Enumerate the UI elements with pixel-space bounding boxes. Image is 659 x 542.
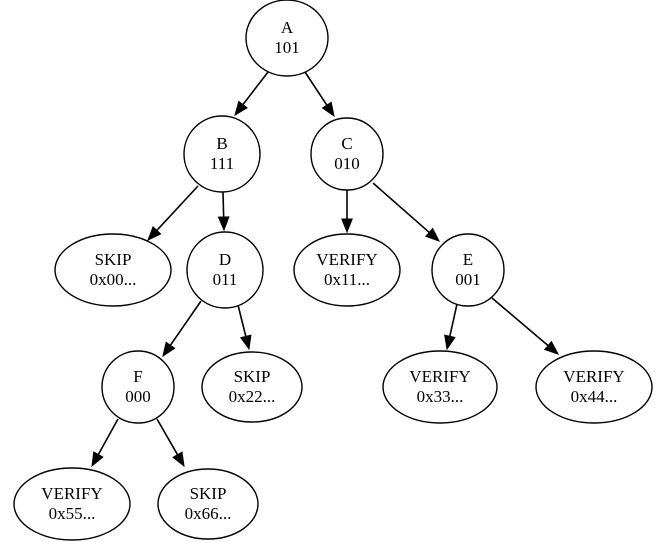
node-label-secondary: 0x11... bbox=[324, 270, 370, 289]
edge-line bbox=[155, 185, 199, 233]
node-shape-circle[interactable] bbox=[310, 117, 384, 191]
edge-e-to-v3 bbox=[444, 303, 458, 351]
node-label-secondary: 101 bbox=[274, 38, 300, 57]
node-shape-circle[interactable] bbox=[101, 350, 175, 424]
node-label-secondary: 0x33... bbox=[417, 387, 464, 406]
node-label-primary: VERIFY bbox=[563, 367, 624, 386]
node-shape-ellipse[interactable] bbox=[157, 468, 259, 540]
node-v5[interactable]: VERIFY0x55... bbox=[13, 467, 131, 541]
node-label-primary: C bbox=[341, 134, 352, 153]
edge-a-to-b bbox=[234, 71, 269, 117]
node-s2[interactable]: SKIP0x22... bbox=[201, 351, 303, 423]
arrowhead-icon bbox=[321, 101, 335, 118]
edges-layer bbox=[91, 71, 560, 468]
edge-line bbox=[96, 418, 119, 457]
arrowhead-icon bbox=[234, 100, 248, 117]
arrowhead-icon bbox=[424, 227, 441, 242]
node-label-secondary: 0x22... bbox=[229, 387, 276, 406]
node-label-primary: F bbox=[133, 367, 142, 386]
edge-line bbox=[237, 304, 248, 339]
arrowhead-icon bbox=[239, 334, 252, 351]
node-label-secondary: 111 bbox=[210, 154, 234, 173]
node-label-primary: A bbox=[281, 18, 294, 37]
node-s0[interactable]: SKIP0x00... bbox=[54, 233, 172, 307]
node-label-primary: E bbox=[463, 250, 473, 269]
edge-line bbox=[491, 297, 550, 348]
edge-b-to-d bbox=[217, 191, 230, 232]
node-shape-ellipse[interactable] bbox=[535, 350, 653, 424]
node-label-secondary: 010 bbox=[334, 154, 360, 173]
node-shape-circle[interactable] bbox=[186, 231, 264, 309]
edge-c-to-e bbox=[372, 182, 441, 242]
node-shape-ellipse[interactable] bbox=[293, 233, 401, 307]
node-label-primary: VERIFY bbox=[409, 367, 470, 386]
node-shape-ellipse[interactable] bbox=[54, 233, 172, 307]
node-label-primary: SKIP bbox=[190, 484, 227, 503]
nodes-layer: A101B111C010SKIP0x00...D011VERIFY0x11...… bbox=[13, 0, 653, 541]
arrowhead-icon bbox=[147, 226, 162, 241]
node-label-primary: B bbox=[216, 134, 227, 153]
edge-b-to-s0 bbox=[147, 185, 199, 241]
node-label-primary: VERIFY bbox=[41, 484, 102, 503]
arrowhead-icon bbox=[91, 451, 104, 468]
edge-f-to-v5 bbox=[91, 418, 119, 468]
node-label-primary: SKIP bbox=[234, 367, 271, 386]
node-label-secondary: 000 bbox=[125, 387, 151, 406]
node-label-primary: SKIP bbox=[95, 250, 132, 269]
node-shape-ellipse[interactable] bbox=[13, 467, 131, 541]
edge-line bbox=[156, 418, 179, 457]
node-label-secondary: 0x00... bbox=[90, 270, 137, 289]
edge-f-to-s6 bbox=[156, 418, 185, 468]
node-label-secondary: 0x44... bbox=[571, 387, 618, 406]
node-shape-ellipse[interactable] bbox=[382, 350, 498, 424]
node-label-secondary: 001 bbox=[455, 270, 481, 289]
node-label-secondary: 011 bbox=[213, 270, 238, 289]
arrowhead-icon bbox=[162, 341, 176, 358]
arrowhead-icon bbox=[444, 334, 456, 351]
node-shape-circle[interactable] bbox=[183, 115, 261, 193]
node-v1[interactable]: VERIFY0x11... bbox=[293, 233, 401, 307]
node-label-secondary: 0x55... bbox=[49, 504, 96, 523]
node-shape-circle[interactable] bbox=[431, 233, 505, 307]
arrowhead-icon bbox=[543, 340, 560, 355]
arrowhead-icon bbox=[172, 451, 185, 468]
arrowhead-icon bbox=[217, 216, 230, 232]
edge-line bbox=[448, 303, 458, 339]
node-s6[interactable]: SKIP0x66... bbox=[157, 468, 259, 540]
edge-line bbox=[304, 71, 329, 107]
edge-e-to-v4 bbox=[491, 297, 560, 355]
node-label-secondary: 0x66... bbox=[185, 504, 232, 523]
node-label-primary: D bbox=[219, 250, 231, 269]
arrowhead-icon bbox=[341, 218, 353, 234]
node-label-primary: VERIFY bbox=[316, 250, 377, 269]
node-shape-circle[interactable] bbox=[245, 0, 329, 77]
edge-line bbox=[222, 191, 225, 219]
edge-d-to-s2 bbox=[237, 304, 252, 351]
edge-d-to-f bbox=[162, 300, 202, 358]
edge-a-to-c bbox=[304, 71, 335, 118]
edge-line bbox=[241, 71, 269, 107]
edge-line bbox=[372, 182, 431, 235]
node-v4[interactable]: VERIFY0x44... bbox=[535, 350, 653, 424]
edge-c-to-v1 bbox=[341, 190, 353, 234]
edge-line bbox=[168, 300, 202, 348]
node-shape-ellipse[interactable] bbox=[201, 351, 303, 423]
node-v3[interactable]: VERIFY0x33... bbox=[382, 350, 498, 424]
